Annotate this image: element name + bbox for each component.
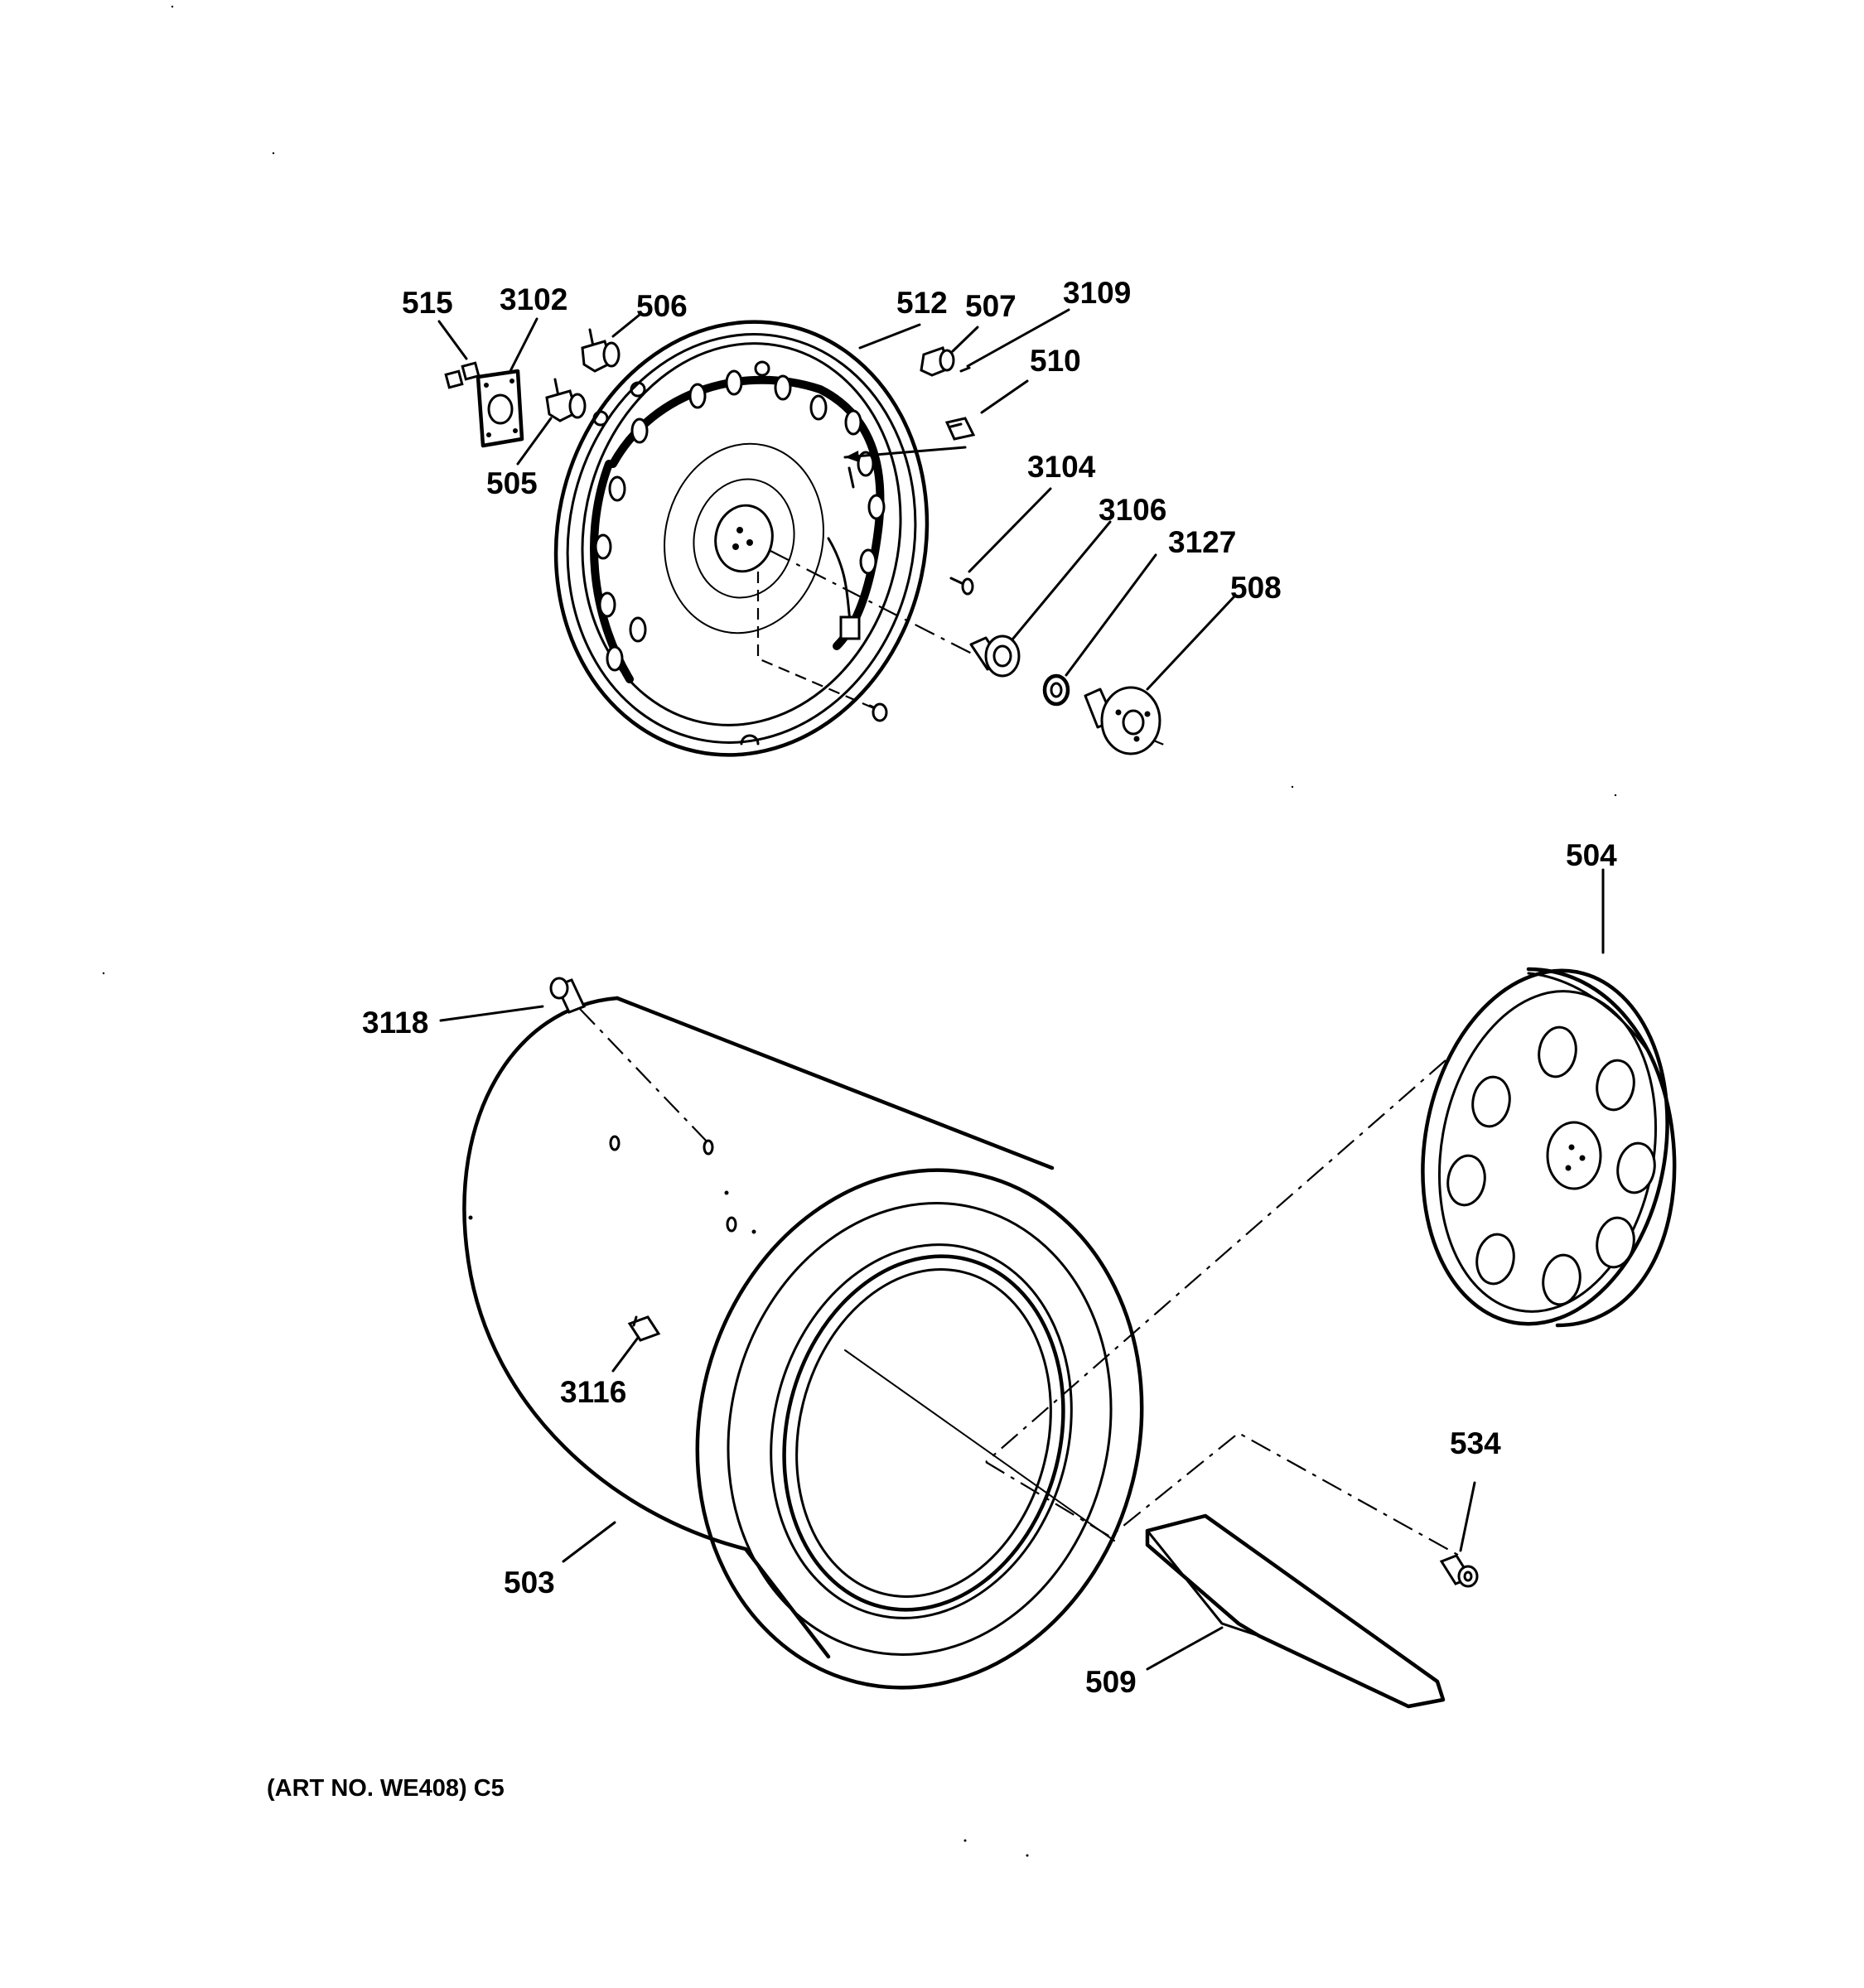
- plate-3102: [476, 369, 524, 448]
- label-3118: 3118: [362, 1006, 428, 1040]
- scan-specks: [102, 5, 1617, 1857]
- label-504: 504: [1566, 838, 1617, 872]
- label-3116: 3116: [560, 1375, 626, 1409]
- label-3127: 3127: [1168, 525, 1236, 559]
- label-515: 515: [402, 286, 453, 320]
- label-509: 509: [1085, 1665, 1137, 1699]
- clip-3116: [627, 1315, 661, 1342]
- drum-centerlines: [844, 1059, 1463, 1558]
- label-505: 505: [486, 466, 538, 500]
- screw-3104: [949, 577, 974, 596]
- screw-534: [1439, 1554, 1479, 1588]
- label-506: 506: [636, 289, 688, 323]
- part-labels: 515 3102 506 512 507 3109 510 505 3104 3…: [362, 276, 1617, 1699]
- shaft-hub-508: [1084, 686, 1161, 755]
- label-3104: 3104: [1027, 450, 1096, 484]
- clip-510: [944, 417, 976, 441]
- screw-3118: [549, 977, 709, 1144]
- label-508: 508: [1230, 571, 1282, 605]
- label-534: 534: [1450, 1426, 1501, 1460]
- roller-506: [581, 328, 621, 373]
- drum-503: [462, 996, 1144, 1690]
- label-3102: 3102: [500, 282, 567, 316]
- washer-3127: [1042, 673, 1070, 707]
- bearing-3106: [969, 635, 1021, 678]
- rear-panel-504: [1421, 967, 1677, 1328]
- label-3109: 3109: [1063, 276, 1131, 310]
- clip-3109: [959, 366, 971, 373]
- label-512: 512: [896, 286, 948, 320]
- rear-bulkhead-512: [553, 320, 930, 757]
- label-507: 507: [965, 289, 1017, 323]
- bulkhead-lugs: [594, 369, 886, 672]
- leader-lines-top: [437, 308, 1236, 691]
- roller-507: [920, 346, 955, 377]
- leader-lines-bottom: [439, 868, 1605, 1671]
- baffle-509: [1145, 1513, 1446, 1709]
- label-3106: 3106: [1099, 493, 1166, 527]
- label-510: 510: [1030, 344, 1081, 378]
- art-number-note: (ART NO. WE408) C5: [267, 1775, 505, 1802]
- label-503: 503: [504, 1566, 555, 1600]
- clips-515: [444, 361, 480, 389]
- roller-505: [545, 378, 587, 422]
